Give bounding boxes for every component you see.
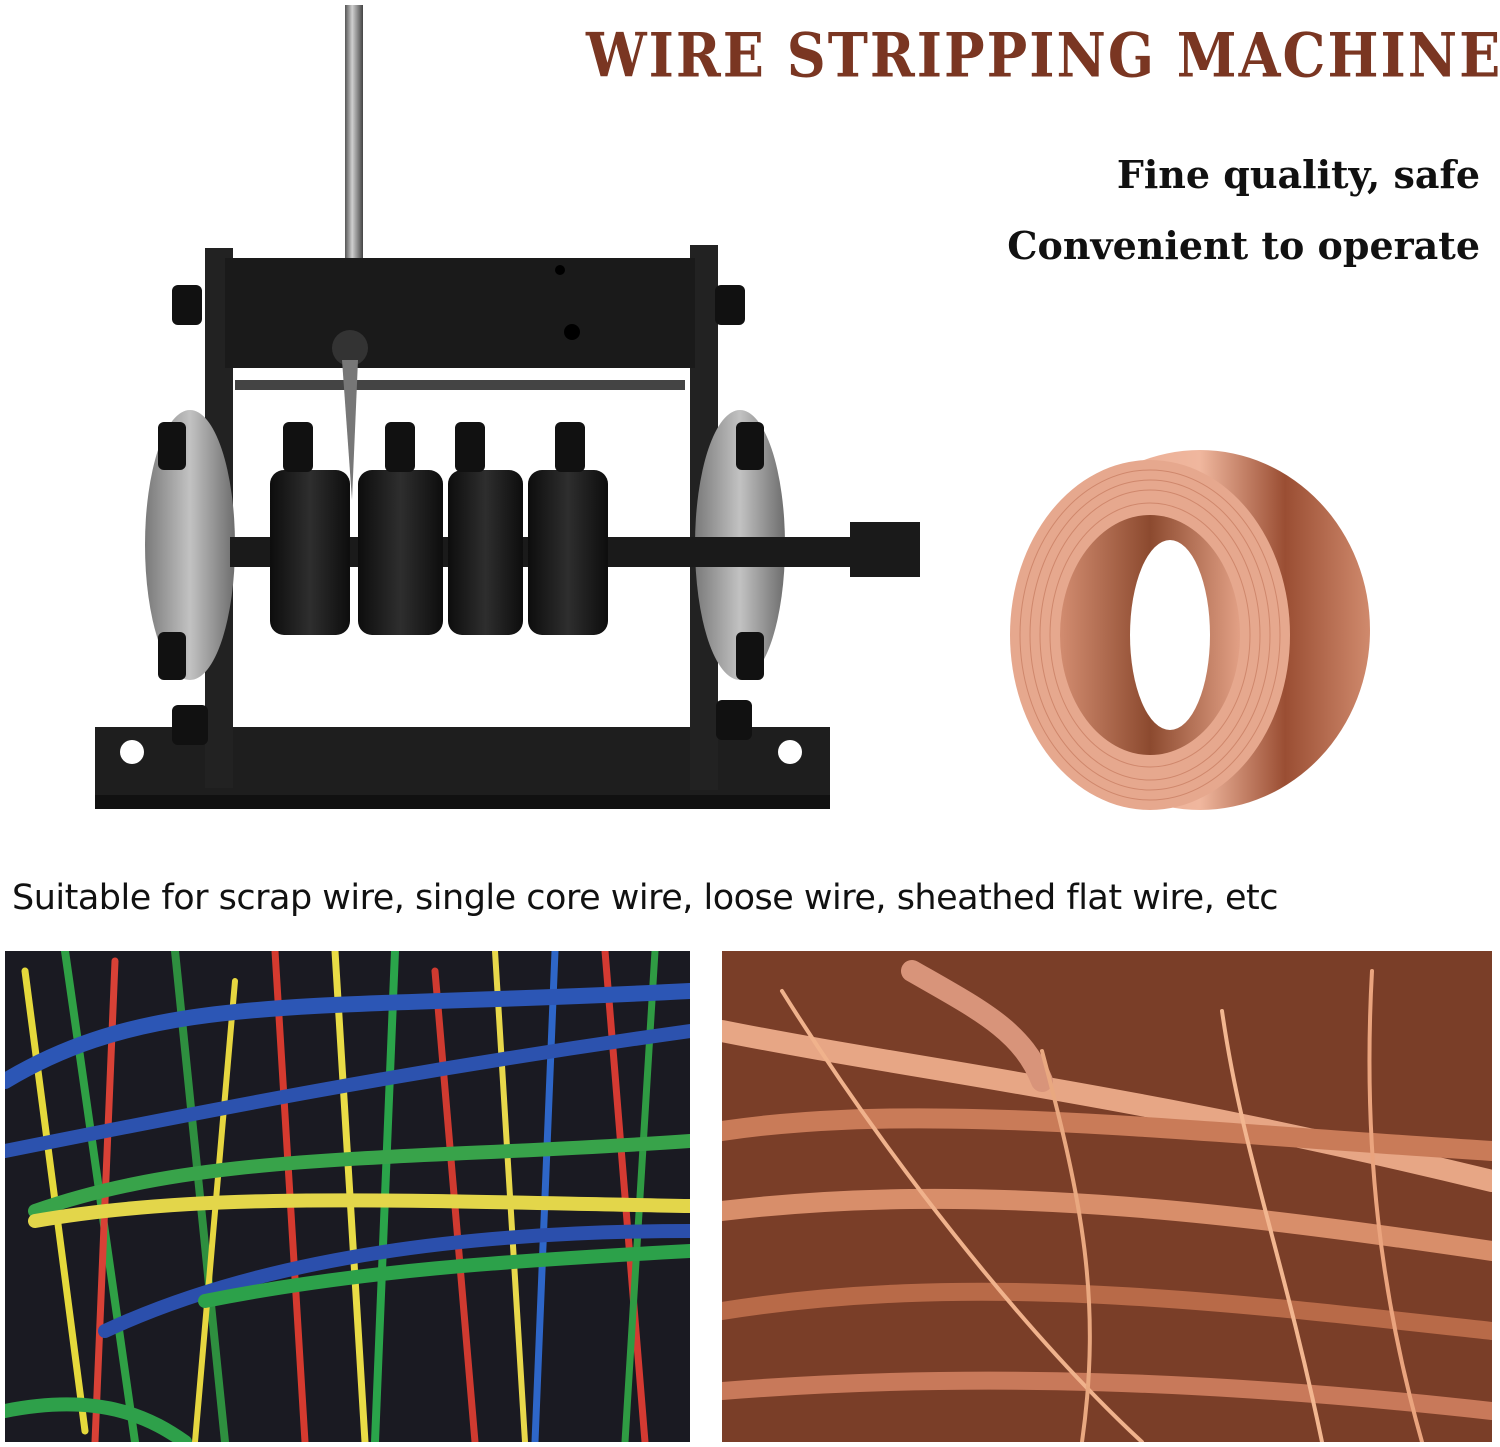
product-title: WIRE STRIPPING MACHINE	[586, 19, 1500, 91]
colored-scrap-wire-photo	[5, 951, 690, 1442]
feature-operate-text: Convenient to operate	[1007, 223, 1480, 268]
wire-stripping-machine-image	[95, 5, 920, 809]
usage-caption: Suitable for scrap wire, single core wir…	[12, 878, 1278, 918]
feature-quality-text: Fine quality, safe	[1116, 152, 1480, 197]
bare-copper-wire-photo	[722, 951, 1492, 1442]
copper-wire-coil-image	[1010, 450, 1370, 810]
